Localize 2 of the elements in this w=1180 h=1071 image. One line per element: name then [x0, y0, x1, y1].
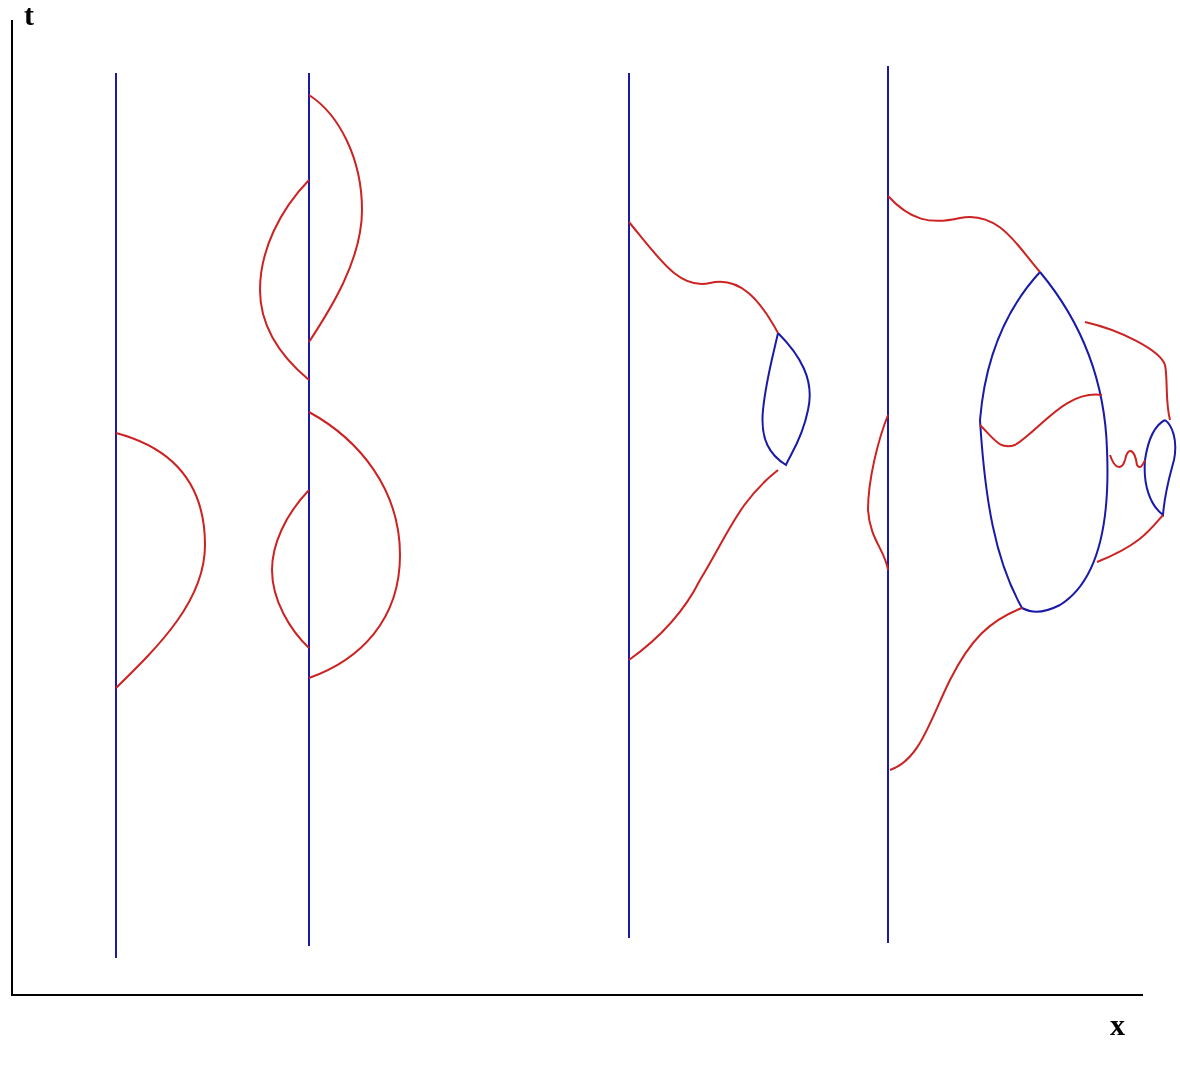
- axis-label: t: [24, 0, 34, 30]
- axis-label: x: [1110, 1010, 1125, 1040]
